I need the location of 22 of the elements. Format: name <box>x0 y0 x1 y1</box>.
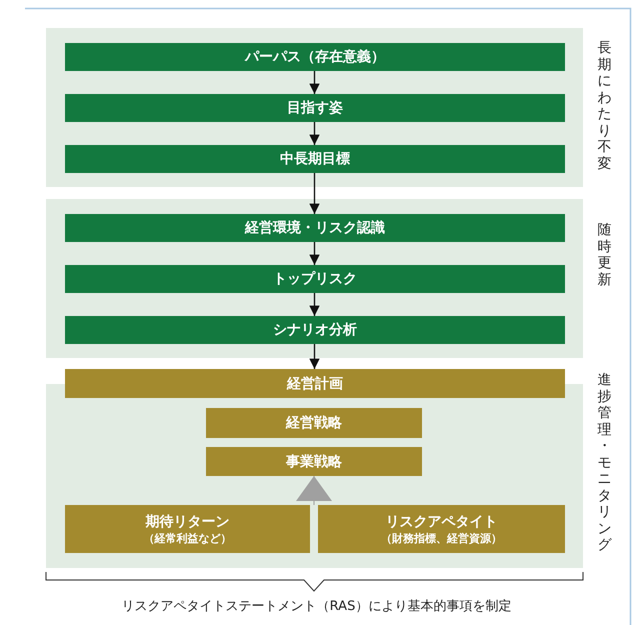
arrow <box>309 293 320 316</box>
process-box: 期待リターン （経常利益など） <box>65 505 310 553</box>
process-box: 事業戦略 <box>206 447 422 476</box>
process-box: リスクアペタイト （財務指標、経営資源） <box>318 505 565 553</box>
vertical-label: 進捗管理・モニタリング <box>597 372 612 554</box>
process-box: パーパス（存在意義） <box>65 43 565 71</box>
process-box: 経営戦略 <box>206 408 422 438</box>
vertical-label: 長期にわたり不変 <box>597 40 612 172</box>
process-box: 中長期目標 <box>65 145 565 173</box>
arrow-triangle <box>296 476 332 506</box>
process-box: シナリオ分析 <box>65 316 565 344</box>
arrow <box>309 344 320 369</box>
process-box: トップリスク <box>65 265 565 293</box>
process-box: 経営計画 <box>65 369 565 398</box>
caption-text: リスクアペタイトステートメント（RAS）により基本的事項を制定 <box>122 599 512 614</box>
arrow <box>309 173 320 214</box>
arrow <box>309 122 320 145</box>
vertical-label: 随時更新 <box>597 222 612 288</box>
arrow <box>309 242 320 265</box>
process-box: 目指す姿 <box>65 94 565 122</box>
process-box: 経営環境・リスク認識 <box>65 214 565 242</box>
arrow <box>309 71 320 94</box>
